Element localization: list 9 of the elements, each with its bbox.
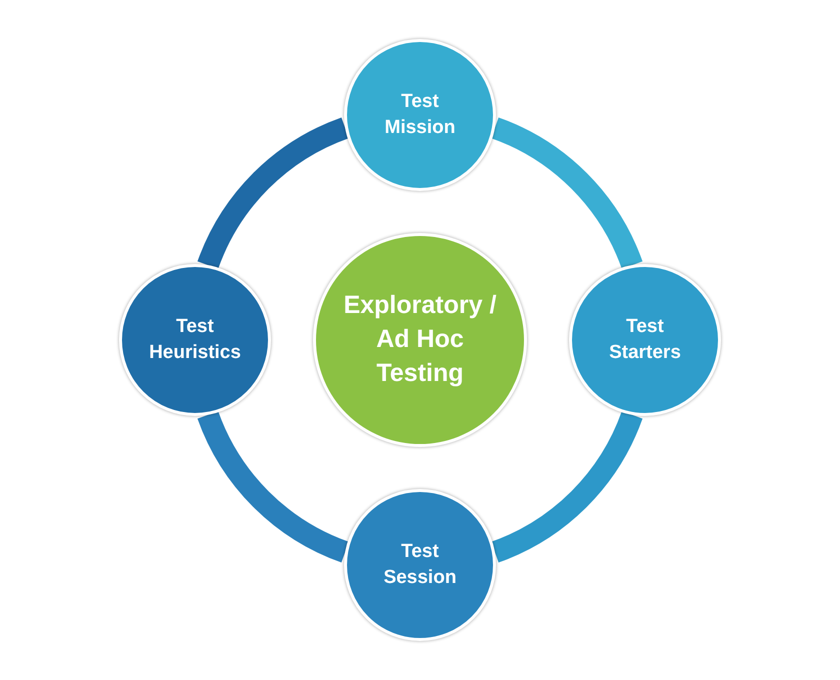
circle-label: Test Heuristics <box>148 315 242 365</box>
circle-label: Exploratory / Ad Hoc Testing <box>342 290 498 389</box>
ring-arc <box>490 118 642 270</box>
ring-arc <box>198 118 350 270</box>
circle-label: Test Starters <box>608 315 682 365</box>
circle-label: Test Mission <box>384 90 456 140</box>
ring-arc <box>490 410 642 562</box>
circle-label: Test Session <box>382 540 458 590</box>
ring-arc <box>198 410 350 562</box>
